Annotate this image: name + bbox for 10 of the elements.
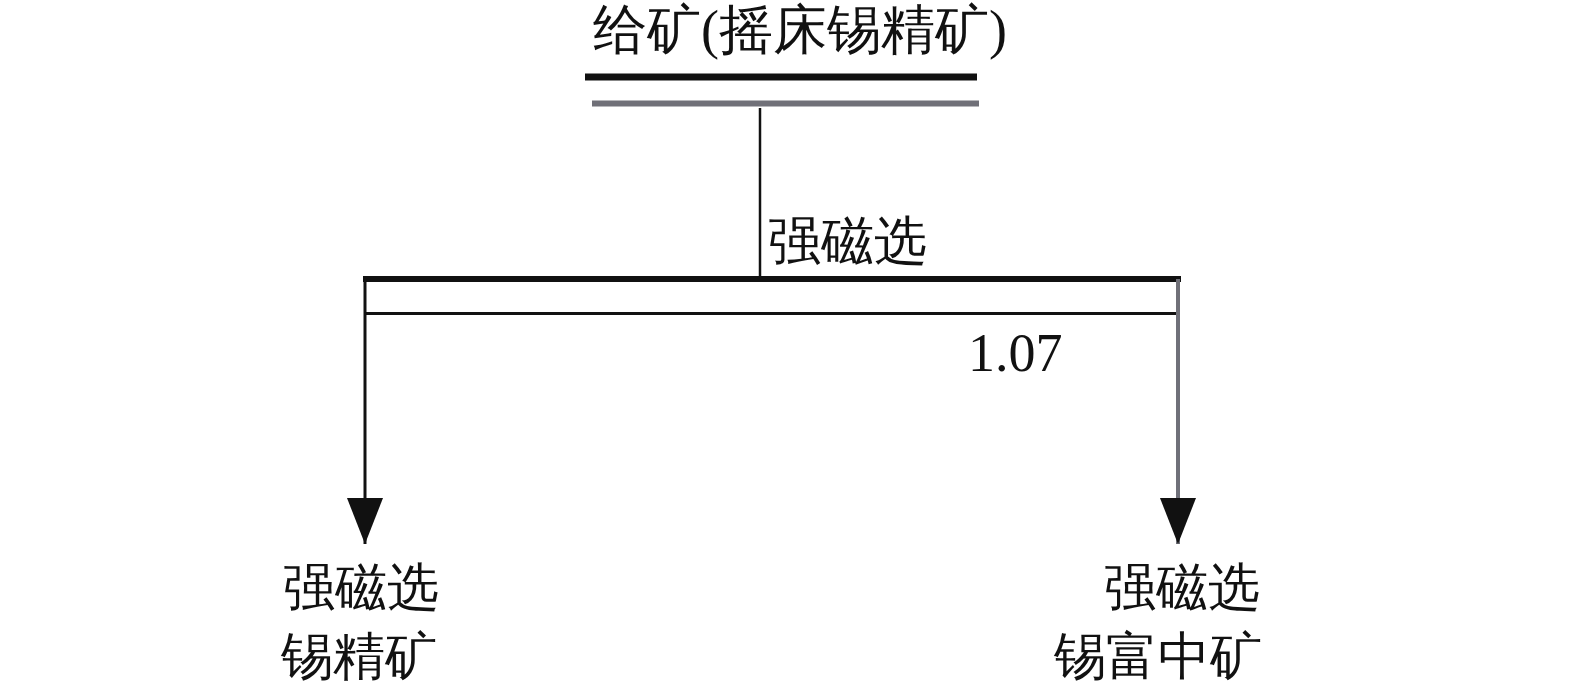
arrow: [347, 316, 383, 544]
operation-label: 强磁选: [768, 212, 927, 270]
process-label: 强磁选: [283, 558, 439, 618]
connector-line: [758, 108, 762, 276]
value-label: 1.07: [968, 323, 1063, 383]
product-label: 锡富中矿: [1054, 627, 1262, 682]
process-label: 强磁选: [1104, 558, 1260, 618]
arrow: [1160, 316, 1196, 544]
product-label: 锡精矿: [281, 627, 437, 682]
feed-label: 给矿(摇床锡精矿): [593, 0, 1007, 60]
